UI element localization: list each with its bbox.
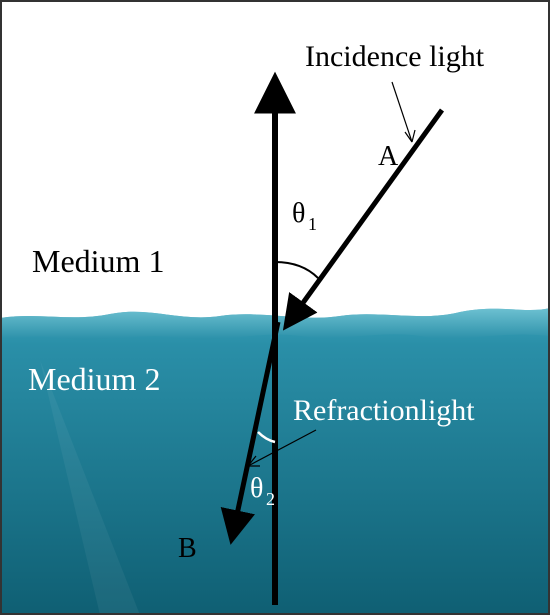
incidence-pointer-head <box>404 129 416 143</box>
theta1-symbol: θ <box>292 198 305 229</box>
refraction-light-label: Refractionlight <box>293 394 475 427</box>
medium1-label: Medium 1 <box>32 243 164 279</box>
theta2-arc <box>257 431 276 444</box>
refraction-pointer <box>247 429 317 467</box>
refracted-ray <box>220 321 281 545</box>
incidence-light-label: Incidence light <box>305 40 485 73</box>
point-b-label: B <box>178 533 197 564</box>
theta1-subscript: 1 <box>308 214 317 234</box>
point-a-label: A <box>378 141 399 172</box>
incident-ray <box>282 108 445 331</box>
water-light-rays <box>40 360 140 615</box>
theta1-arc <box>274 261 319 279</box>
incidence-pointer <box>391 81 413 143</box>
refraction-pointer-head <box>247 455 260 467</box>
medium2-label: Medium 2 <box>28 361 160 397</box>
theta2-subscript: 2 <box>266 489 275 509</box>
theta2-symbol: θ <box>250 473 263 504</box>
